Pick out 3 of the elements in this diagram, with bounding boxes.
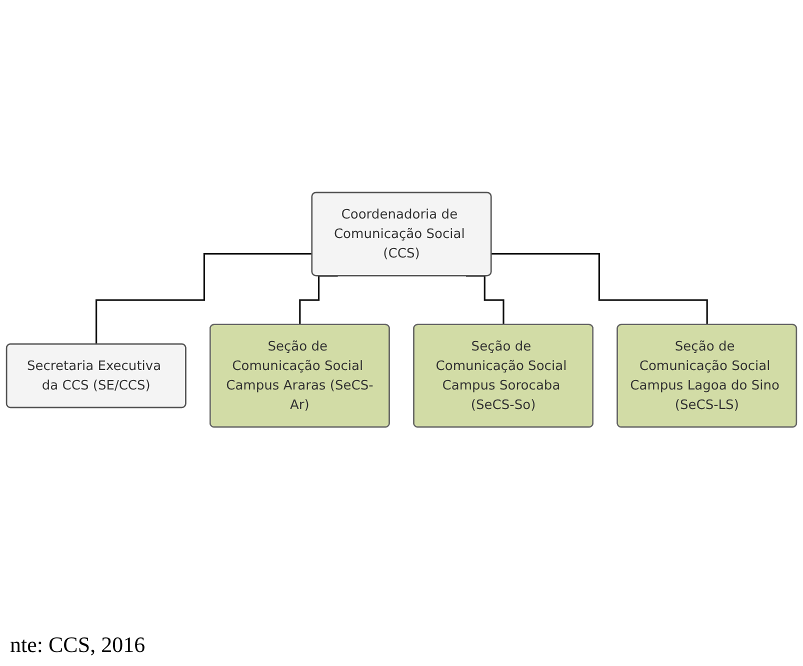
connector xyxy=(491,253,708,326)
connector xyxy=(96,253,312,346)
caption: nte: CCS, 2016 xyxy=(10,632,146,658)
